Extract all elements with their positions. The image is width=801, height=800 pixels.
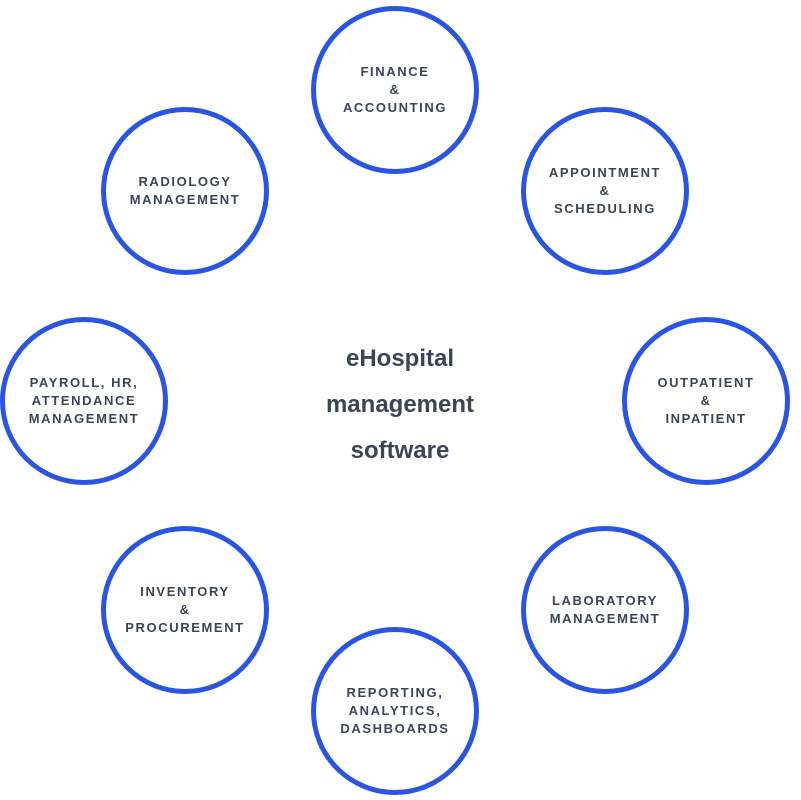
module-label-line: DASHBOARDS xyxy=(340,721,450,736)
module-label-line: REPORTING, xyxy=(346,685,444,700)
module-finance-accounting: FINANCE & ACCOUNTING xyxy=(311,6,479,174)
module-label-line: ATTENDANCE xyxy=(31,393,137,408)
module-laboratory-management: LABORATORY MANAGEMENT xyxy=(521,526,689,694)
module-label-line: RADIOLOGY xyxy=(138,174,232,189)
module-label-line: & xyxy=(389,82,401,97)
module-label-line: ANALYTICS, xyxy=(348,703,442,718)
module-appointment-scheduling: APPOINTMENT & SCHEDULING xyxy=(521,107,689,275)
module-label-line: APPOINTMENT xyxy=(548,165,662,180)
module-label-line: OUTPATIENT xyxy=(657,375,755,390)
module-label-line: MANAGEMENT xyxy=(549,611,661,626)
module-reporting-analytics-dashboards: REPORTING, ANALYTICS, DASHBOARDS xyxy=(311,627,479,795)
center-title-line: software xyxy=(350,437,450,464)
module-payroll-hr-attendance: PAYROLL, HR, ATTENDANCE MANAGEMENT xyxy=(0,317,168,485)
center-title-line: management xyxy=(325,391,475,418)
module-radiology-management: RADIOLOGY MANAGEMENT xyxy=(101,107,269,275)
module-inventory-procurement: INVENTORY & PROCUREMENT xyxy=(101,526,269,694)
center-title-line: eHospital xyxy=(345,345,455,372)
module-label-line: PROCUREMENT xyxy=(125,620,245,635)
module-label-line: MANAGEMENT xyxy=(28,411,140,426)
module-outpatient-inpatient: OUTPATIENT & INPATIENT xyxy=(622,317,790,485)
module-label-line: INPATIENT xyxy=(665,411,747,426)
module-label-line: ACCOUNTING xyxy=(342,100,448,115)
module-label-line: INVENTORY xyxy=(140,584,230,599)
module-label-line: PAYROLL, HR, xyxy=(29,375,139,390)
module-label-line: & xyxy=(700,393,712,408)
module-label-line: MANAGEMENT xyxy=(129,192,241,207)
module-label-line: & xyxy=(179,602,191,617)
module-label-line: SCHEDULING xyxy=(554,201,656,216)
center-title: eHospital management software xyxy=(250,336,550,474)
module-label-line: & xyxy=(599,183,611,198)
module-label-line: FINANCE xyxy=(360,64,430,79)
module-label-line: LABORATORY xyxy=(551,593,659,608)
